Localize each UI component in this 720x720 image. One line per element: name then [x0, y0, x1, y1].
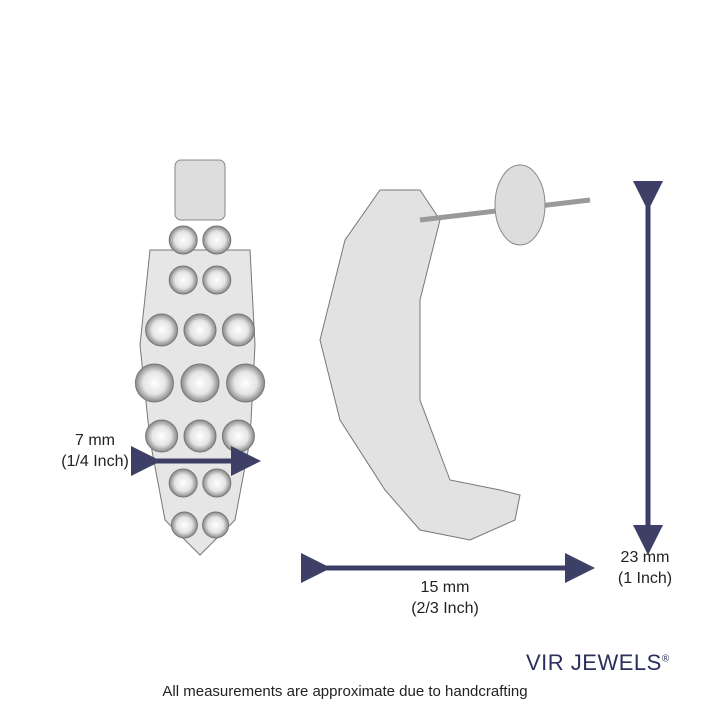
height-label: 23 mm (1 Inch)	[600, 547, 690, 589]
brand-mark: ®	[661, 653, 670, 665]
side-width-label: 15 mm (2/3 Inch)	[390, 577, 500, 619]
side-earring	[319, 164, 591, 541]
side-width-mm: 15 mm	[420, 579, 470, 596]
height-mm: 23 mm	[620, 549, 670, 566]
diamond-stone	[202, 511, 230, 539]
brand-logo: VIR JEWELS®	[526, 650, 670, 676]
diamond-stone	[170, 511, 198, 539]
disclaimer-note: All measurements are approximate due to …	[162, 683, 528, 700]
diamond-stone	[221, 313, 255, 347]
diamond-stone	[202, 468, 232, 498]
diamond-stone	[168, 265, 198, 295]
brand-name: VIR JEWELS	[526, 650, 662, 675]
diamond-stone	[202, 265, 232, 295]
diamond-stone	[134, 363, 174, 403]
height-inch: (1 Inch)	[617, 570, 673, 587]
diamond-stone	[226, 363, 266, 403]
front-width-label: 7 mm (1/4 Inch)	[50, 430, 140, 472]
front-earring	[134, 159, 266, 556]
diamond-stone	[145, 419, 179, 453]
diamond-stone	[180, 363, 220, 403]
side-width-inch: (2/3 Inch)	[411, 600, 479, 617]
front-width-mm: 7 mm	[75, 432, 115, 449]
diamond-stone	[183, 419, 217, 453]
diamond-stone	[183, 313, 217, 347]
diamond-stone	[221, 419, 255, 453]
diamond-stone	[168, 468, 198, 498]
diamond-stone	[168, 225, 198, 255]
diamond-stone	[202, 225, 232, 255]
front-width-inch: (1/4 Inch)	[61, 453, 129, 470]
diamond-stone	[145, 313, 179, 347]
